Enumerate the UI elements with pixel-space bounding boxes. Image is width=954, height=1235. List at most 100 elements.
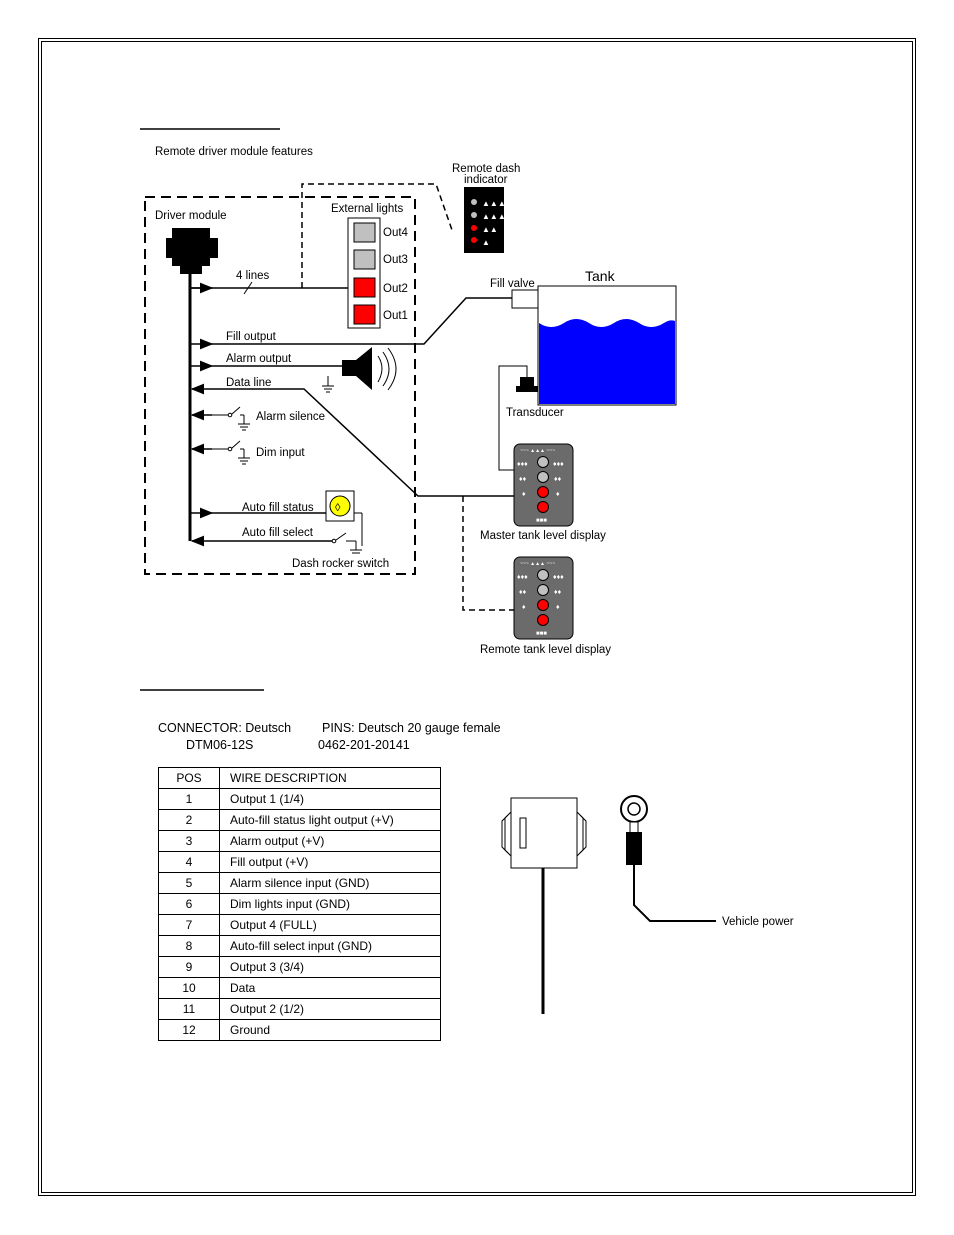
out2-label: Out2 (383, 283, 408, 295)
diagram-subtitle: Remote driver module features (155, 146, 313, 158)
svg-text:■■■: ■■■ (536, 518, 547, 524)
pin-pos: 3 (158, 830, 220, 852)
light-out2 (353, 277, 376, 298)
dim-input-switch (212, 440, 250, 465)
pin-description: Ground (219, 1019, 441, 1041)
out4-label: Out4 (383, 227, 409, 239)
external-lights-label: External lights (331, 203, 403, 215)
page-frame-inner (41, 41, 913, 1193)
transducer-cable (498, 365, 528, 471)
svg-text:♦♦: ♦♦ (554, 476, 562, 483)
svg-text:♦♦: ♦♦ (554, 589, 562, 596)
svg-text:▲▲▲▲: ▲▲▲▲ (482, 199, 514, 208)
driver-module-icon (166, 228, 218, 274)
pin-description: Fill output (+V) (219, 851, 441, 873)
col-header-pos: POS (158, 767, 220, 789)
svg-text:♦: ♦ (556, 604, 560, 611)
svg-text:♦: ♦ (522, 491, 526, 498)
remote-display-link (462, 496, 514, 611)
dim-input-label: Dim input (256, 447, 305, 459)
four-lines-label: 4 lines (236, 270, 269, 282)
pin-pos: 7 (158, 914, 220, 936)
table-row: 11 Output 2 (1/2) (158, 998, 441, 1020)
table-row: 10 Data (158, 977, 441, 999)
svg-text:▲▲▲: ▲▲▲ (482, 212, 506, 221)
alarm-silence-label: Alarm silence (256, 411, 325, 423)
svg-text:▲: ▲ (482, 238, 490, 247)
table-row: 4 Fill output (+V) (158, 851, 441, 873)
alarm-output-label: Alarm output (226, 353, 292, 365)
light-out3 (353, 249, 376, 270)
fill-output-label: Fill output (226, 331, 277, 343)
pin-description: Output 2 (1/2) (219, 998, 441, 1020)
transducer-icon (516, 377, 538, 392)
pin-description: Output 1 (1/4) (219, 788, 441, 810)
pin-description: Alarm output (+V) (219, 830, 441, 852)
pin-description: Auto-fill status light output (+V) (219, 809, 441, 831)
svg-text:◊: ◊ (335, 502, 341, 514)
ground-icon (322, 376, 334, 393)
col-header-wire-description: WIRE DESCRIPTION (219, 767, 441, 789)
dash-rocker-switch-icon: ◊ (325, 490, 363, 546)
pin-description: Data (219, 977, 441, 999)
master-tank-display: ~~~ ▲▲▲ ~~~ ♦♦♦ ♦♦♦ ♦♦ ♦♦ ♦ ♦ ■■■ (513, 443, 574, 527)
auto-fill-status-label: Auto fill status (242, 502, 314, 514)
driver-module-enclosure (144, 196, 416, 575)
svg-text:♦♦♦: ♦♦♦ (517, 574, 528, 581)
connector-part: DTM06-12S (186, 738, 254, 752)
svg-text:♦♦♦: ♦♦♦ (553, 461, 564, 468)
pin-pos: 2 (158, 809, 220, 831)
pin-pos: 10 (158, 977, 220, 999)
pin-pos: 9 (158, 956, 220, 978)
data-line-wire (212, 388, 514, 497)
pin-description: Dim lights input (GND) (219, 893, 441, 915)
pin-description: Auto-fill select input (GND) (219, 935, 441, 957)
pin-description: Alarm silence input (GND) (219, 872, 441, 894)
speaker-icon (342, 347, 397, 391)
pin-pos: 6 (158, 893, 220, 915)
pins-label: PINS: Deutsch 20 gauge female (322, 721, 501, 735)
fill-valve (511, 289, 539, 309)
remote-dash-label-2: indicator (464, 174, 508, 186)
out3-label: Out3 (383, 254, 408, 266)
remote-display-label: Remote tank level display (480, 644, 611, 656)
light-out4 (353, 222, 376, 243)
fill-valve-label: Fill valve (490, 278, 535, 290)
auto-fill-select-label: Auto fill select (242, 527, 314, 539)
data-line-label: Data line (226, 377, 271, 389)
vehicle-power-label: Vehicle power (722, 916, 794, 928)
svg-text:~~~ ▲▲▲ ~~~: ~~~ ▲▲▲ ~~~ (520, 561, 555, 567)
light-out1 (353, 304, 376, 325)
pin-pos: 8 (158, 935, 220, 957)
remote-dash-label-1: Remote dash (452, 163, 520, 175)
table-header-row: POS WIRE DESCRIPTION (158, 767, 441, 789)
ring-terminal-icon (620, 795, 716, 922)
tank-water (539, 319, 675, 404)
pin-description: Output 3 (3/4) (219, 956, 441, 978)
remote-dash-indicator: ▲▲▲▲ ▲▲▲ ▲▲ ▲ (464, 187, 514, 253)
pin-description: Output 4 (FULL) (219, 914, 441, 936)
pin-pos: 11 (158, 998, 220, 1020)
connector-drawing (501, 797, 587, 1014)
pin-pos: 12 (158, 1019, 220, 1041)
svg-text:▲▲: ▲▲ (482, 225, 498, 234)
transducer-label: Transducer (506, 407, 564, 419)
driver-module-label: Driver module (155, 210, 227, 222)
auto-fill-select-switch (331, 532, 362, 554)
svg-text:♦♦♦: ♦♦♦ (553, 574, 564, 581)
bus-slash (243, 281, 253, 295)
page-frame-outer (38, 38, 916, 1196)
connector-label: CONNECTOR: Deutsch (158, 721, 292, 735)
remote-indicator-link (301, 183, 453, 288)
svg-text:~~~ ▲▲▲ ~~~: ~~~ ▲▲▲ ~~~ (520, 448, 555, 454)
table-row: 7 Output 4 (FULL) (158, 914, 441, 936)
svg-text:■■■: ■■■ (536, 631, 547, 637)
pin-pos: 5 (158, 872, 220, 894)
out1-label: Out1 (383, 310, 408, 322)
